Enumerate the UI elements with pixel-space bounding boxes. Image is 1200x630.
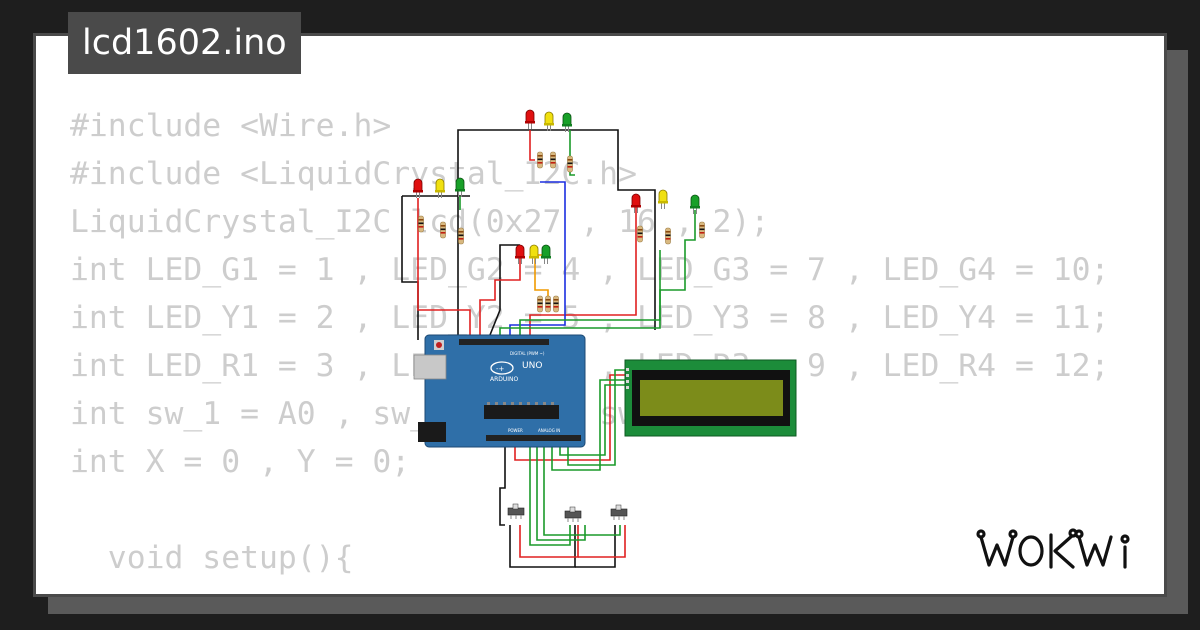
board-label-power: POWER <box>508 428 523 433</box>
led-group-right <box>630 189 705 245</box>
board-label-analog: ANALOG IN <box>538 428 560 433</box>
code-line: int LED_Y1 = 2 , LED_Y2 = 5 , LED_Y3 = 8… <box>70 300 1110 336</box>
project-title: lcd1602.ino <box>68 12 301 74</box>
lcd1602-display <box>624 359 797 437</box>
svg-text:-+: -+ <box>496 365 505 373</box>
led-group-middle <box>514 244 559 313</box>
code-line: int X = 0 , Y = 0; <box>70 444 411 480</box>
code-line: int LED_G1 = 1 , LED_G2 = 4 , LED_G3 = 7… <box>70 252 1110 288</box>
board-label-digital: DIGITAL (PWM ~) <box>510 351 545 356</box>
wires <box>401 129 696 568</box>
board-label-uno: UNO <box>522 361 542 371</box>
board-label-arduino: ARDUINO <box>490 376 519 383</box>
wokwi-logo <box>976 528 1130 569</box>
switches <box>507 503 628 523</box>
led-group-top <box>524 109 573 173</box>
code-line: void setup(){ <box>70 540 354 576</box>
arduino-uno-board: -+ UNO ARDUINO DIGITAL (PWM ~) ANALOG IN… <box>413 334 586 448</box>
code-line: LiquidCrystal_I2C lcd(0x27 , 16 , 2); <box>70 204 770 240</box>
code-line: #include <Wire.h> <box>70 108 392 144</box>
